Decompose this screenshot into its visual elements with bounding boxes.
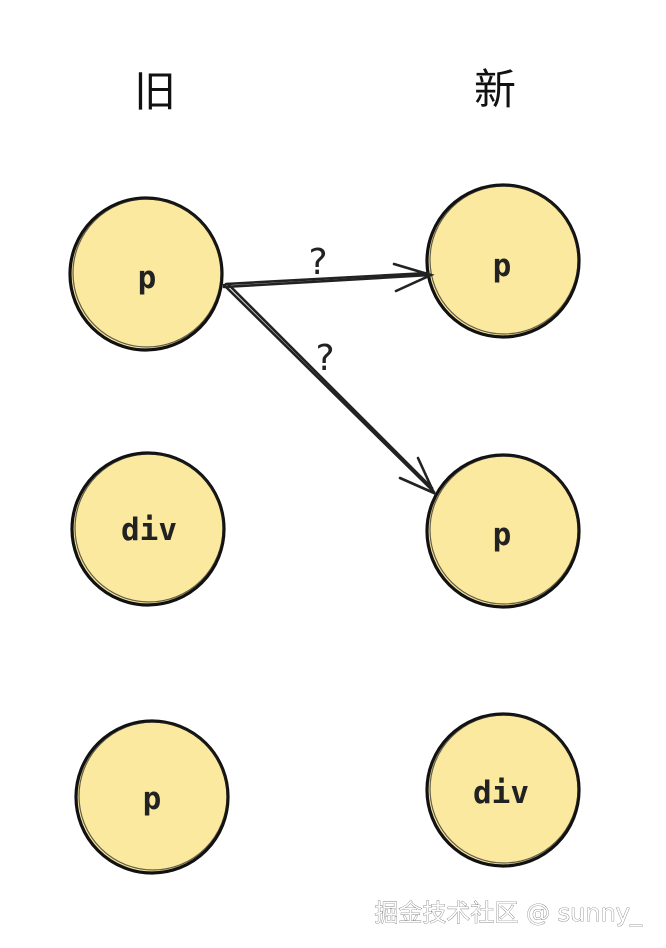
edge-2-arrowhead [398, 456, 437, 496]
watermark-text: 掘金技术社区 @ sunny_ [374, 899, 643, 927]
new-node-3-label: div [473, 775, 529, 811]
edge-old1-new2: ? [222, 282, 437, 496]
new-node-1-circle [425, 183, 581, 339]
old-node-2: div [70, 451, 226, 607]
edge-1-question-mark: ? [308, 242, 327, 283]
old-column-title: 旧 [134, 67, 176, 116]
old-node-2-circle [70, 451, 226, 607]
new-node-2-label: p [493, 517, 512, 553]
old-node-3-label: p [143, 781, 162, 817]
new-column-title: 新 [474, 65, 516, 114]
old-node-3-circle [74, 719, 230, 875]
new-node-1-label: p [493, 248, 512, 284]
new-node-2-circle [425, 453, 581, 609]
edge-2-line [222, 283, 436, 494]
new-node-3: div [425, 712, 581, 868]
edge-1-line [222, 273, 432, 289]
old-node-2-label: div [121, 512, 177, 548]
old-node-3: p [74, 719, 230, 875]
new-node-1: p [425, 183, 581, 339]
edge-2-question-mark: ? [315, 338, 334, 379]
new-node-3-circle [425, 712, 581, 868]
edge-old1-new1: ? [222, 242, 435, 293]
old-node-1-circle [68, 196, 224, 352]
old-node-1-label: p [138, 260, 157, 296]
old-node-1: p [68, 196, 224, 352]
new-node-2: p [425, 453, 581, 609]
edge-1-arrowhead [392, 262, 435, 293]
